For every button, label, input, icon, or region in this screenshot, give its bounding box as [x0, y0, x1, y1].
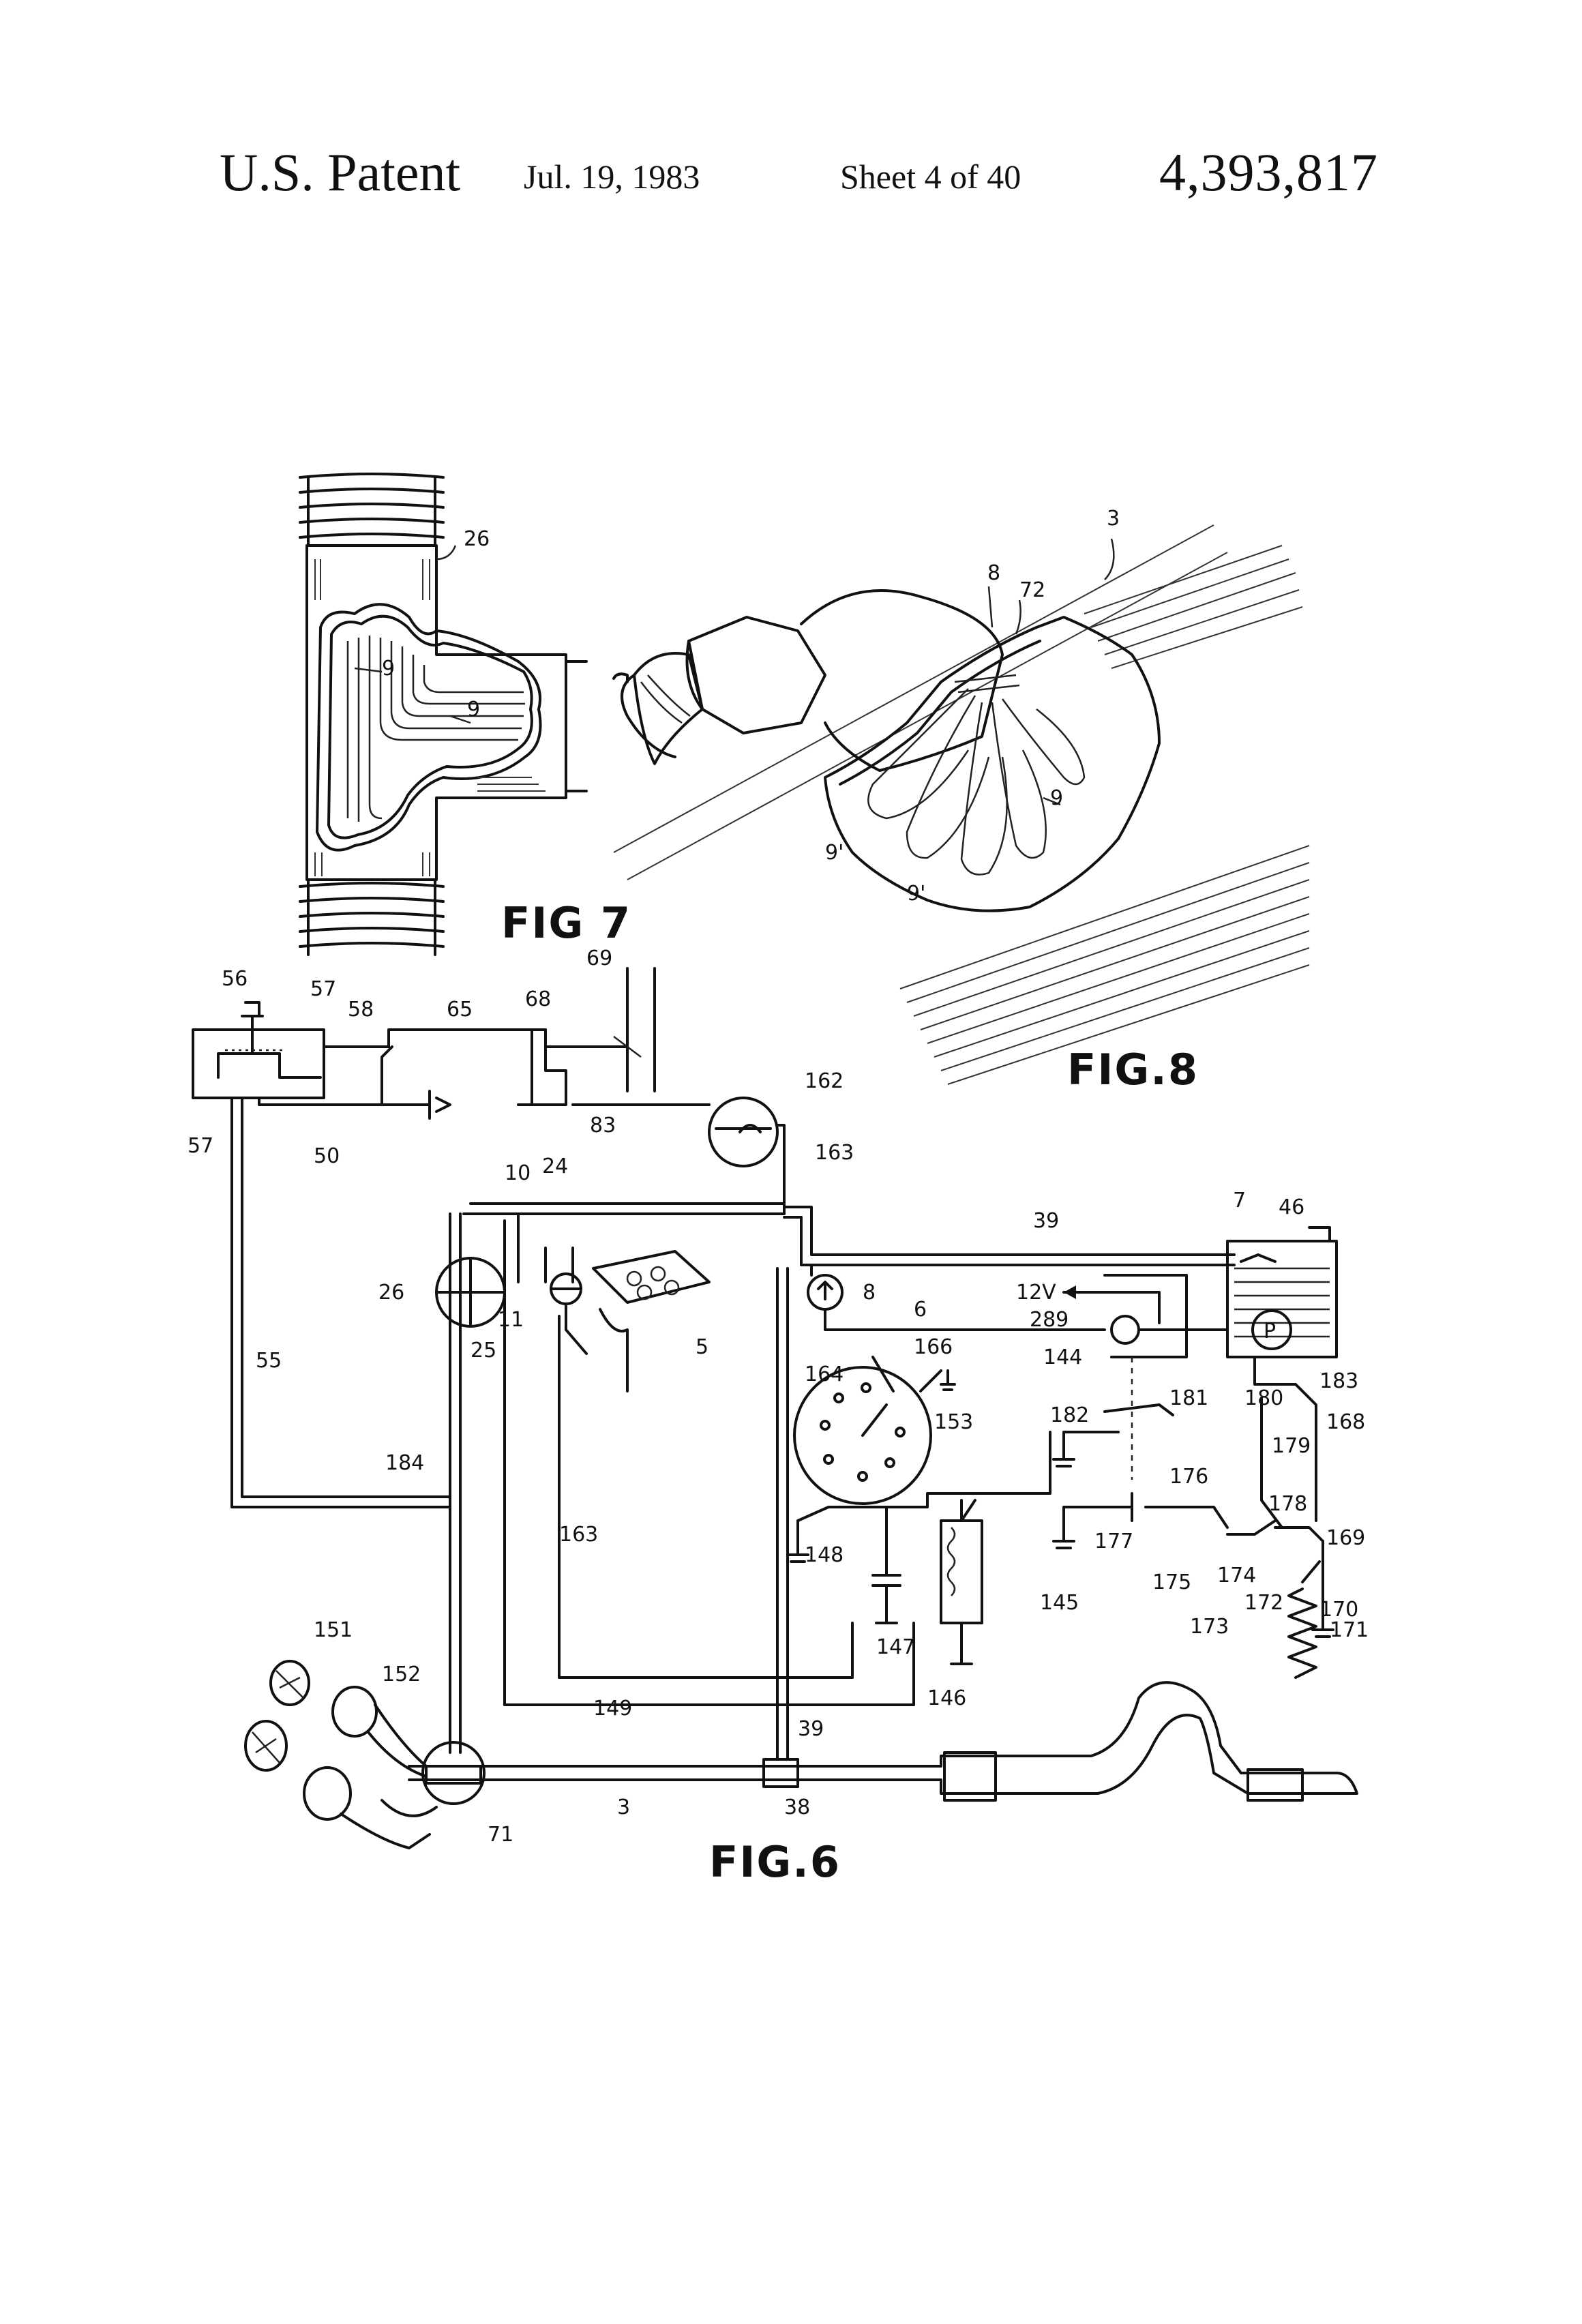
- fig8-caption: FIG.8: [1067, 1045, 1199, 1094]
- fig7-caption: FIG 7: [501, 898, 631, 948]
- fig8-ref-72: 72: [1019, 578, 1045, 602]
- fig6-ref-175: 175: [1152, 1570, 1191, 1594]
- fig6-ref-168: 168: [1326, 1410, 1365, 1434]
- fig6-ref-10: 10: [505, 1161, 531, 1185]
- fig6-ref-182: 182: [1050, 1403, 1089, 1427]
- fig6-ref-55: 55: [256, 1349, 282, 1373]
- fig7-drawing: 26 9 9 FIG 7: [300, 474, 631, 955]
- fig6-ref-12v: 12V: [1016, 1281, 1056, 1305]
- fig8-drawing: 3 8 72 9 9' 9' FIG.8: [614, 507, 1309, 1094]
- fig6-ref-163b: 163: [559, 1523, 598, 1547]
- fig6-ref-183: 183: [1319, 1369, 1358, 1393]
- fig6-ref-58: 58: [348, 998, 374, 1022]
- fig6-ref-50: 50: [314, 1144, 340, 1168]
- fig6-ref-5: 5: [696, 1335, 708, 1359]
- fig6-ref-151: 151: [314, 1618, 353, 1642]
- fig6-ref-39b: 39: [798, 1717, 824, 1741]
- fig8-ref-9prime-b: 9': [907, 882, 925, 906]
- fig6-ref-147: 147: [876, 1635, 915, 1659]
- fig6-ref-153: 153: [934, 1410, 973, 1434]
- fig6-ref-164: 164: [805, 1362, 844, 1386]
- fig6-ref-46: 46: [1279, 1195, 1304, 1219]
- fig6-caption: FIG.6: [709, 1837, 841, 1887]
- fig6-ref-174: 174: [1217, 1564, 1256, 1588]
- fig6-ref-26: 26: [378, 1281, 404, 1305]
- fig6-ref-169: 169: [1326, 1526, 1365, 1550]
- fig6-ref-71: 71: [488, 1823, 513, 1847]
- fig6-ref-180: 180: [1244, 1386, 1283, 1410]
- pump-symbol: P: [1264, 1320, 1276, 1343]
- fig6-ref-145: 145: [1040, 1591, 1079, 1615]
- fig7-ref-9b: 9: [467, 698, 480, 721]
- fig6-ref-65: 65: [447, 998, 473, 1022]
- fig6-ref-171: 171: [1330, 1618, 1369, 1642]
- fig6-ref-163a: 163: [815, 1141, 854, 1165]
- fig6-ref-176: 176: [1169, 1465, 1208, 1489]
- fig6-ref-172: 172: [1244, 1591, 1283, 1615]
- fig6-ref-181: 181: [1169, 1386, 1208, 1410]
- fig6-ref-149: 149: [593, 1697, 632, 1720]
- fig6-ref-56: 56: [222, 967, 248, 991]
- fig6-ref-68: 68: [525, 987, 551, 1011]
- fig6-ref-69: 69: [586, 947, 612, 970]
- fig6-ref-177: 177: [1094, 1530, 1133, 1553]
- fig6-ref-178: 178: [1268, 1492, 1307, 1516]
- fig6-ref-11: 11: [498, 1308, 524, 1332]
- fig6-ref-39a: 39: [1033, 1209, 1059, 1233]
- fig6-ref-6: 6: [914, 1298, 927, 1322]
- fig6-ref-144: 144: [1043, 1345, 1082, 1369]
- fig6-ref-8: 8: [863, 1281, 876, 1305]
- fig6-ref-24: 24: [542, 1154, 568, 1178]
- fig8-ref-3: 3: [1107, 507, 1120, 531]
- fig6-ref-3: 3: [617, 1796, 630, 1819]
- fig8-ref-9: 9: [1050, 786, 1063, 810]
- fig6-ref-152: 152: [382, 1663, 421, 1686]
- fig6-ref-173: 173: [1190, 1615, 1229, 1639]
- fig6-ref-179: 179: [1272, 1434, 1311, 1458]
- fig7-ref-9a: 9: [382, 657, 395, 681]
- fig6-ref-83: 83: [590, 1114, 616, 1137]
- fig6-ref-38: 38: [784, 1796, 810, 1819]
- fig6-ref-25: 25: [471, 1339, 496, 1362]
- fig7-ref-26: 26: [464, 527, 490, 551]
- fig6-ref-57b: 57: [188, 1134, 213, 1158]
- fig8-ref-9prime-a: 9': [825, 841, 844, 865]
- fig6-ref-289: 289: [1030, 1308, 1069, 1332]
- fig6-ref-166: 166: [914, 1335, 953, 1359]
- fig6-ref-146: 146: [927, 1686, 966, 1710]
- fig6-ref-148: 148: [805, 1543, 844, 1567]
- fig6-ref-57a: 57: [310, 977, 336, 1001]
- fig8-ref-8: 8: [987, 561, 1000, 585]
- fig6-ref-162: 162: [805, 1069, 844, 1093]
- fig6-ref-7: 7: [1233, 1189, 1246, 1212]
- fig6-ref-184: 184: [385, 1451, 424, 1475]
